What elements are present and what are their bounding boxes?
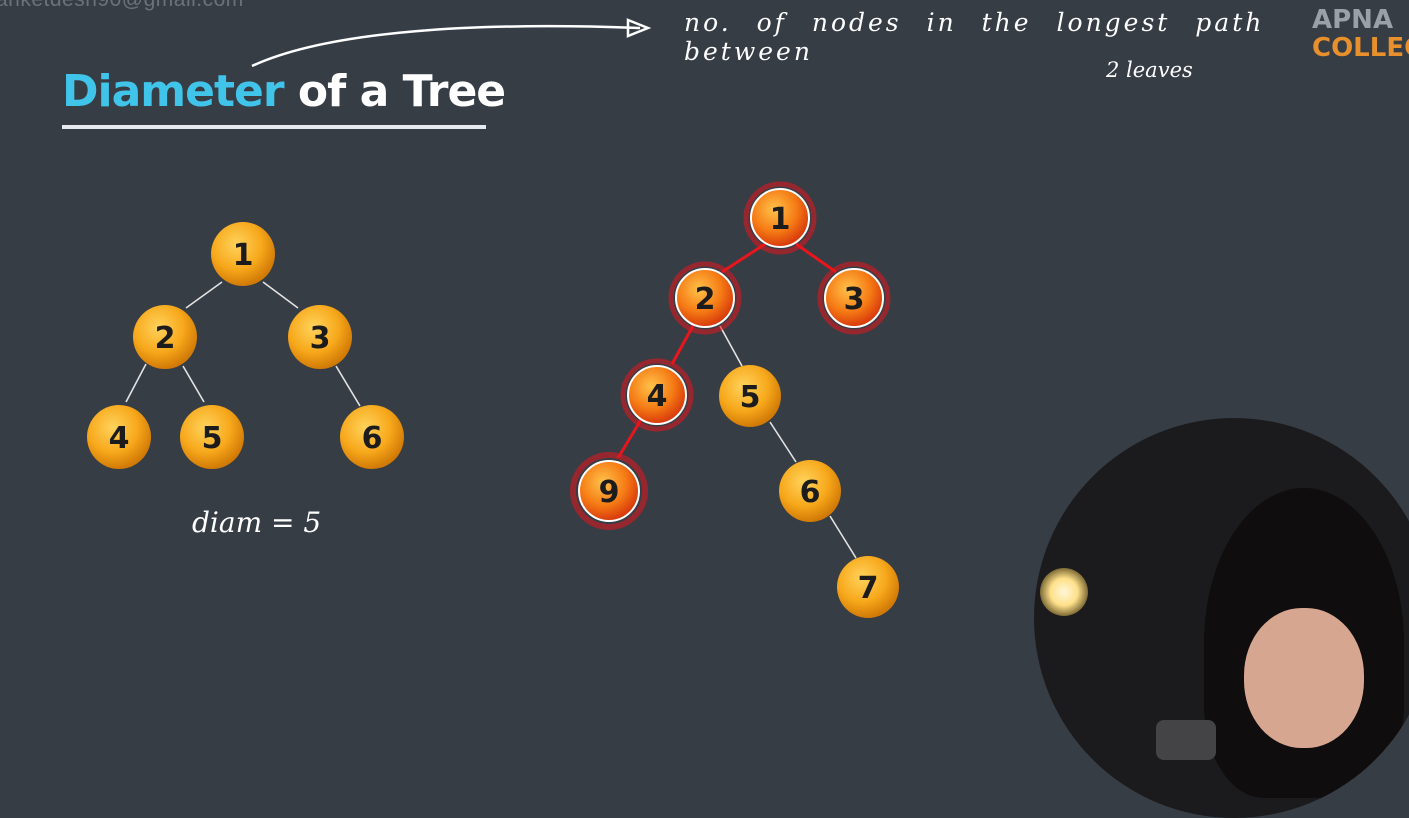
tree-node: 5 xyxy=(180,405,244,469)
logo-line2: COLLEGE xyxy=(1312,33,1409,63)
annotation-arrow xyxy=(251,24,641,68)
email-watermark: anketdesh90@gmail.com xyxy=(0,0,244,12)
tree-node: 7 xyxy=(837,556,899,618)
title-accent: Diameter xyxy=(62,66,285,117)
edge-l-1-3 xyxy=(262,281,299,309)
node-label: 2 xyxy=(155,321,176,356)
presenter-webcam xyxy=(1034,418,1409,818)
tree-node-highlighted: 3 xyxy=(817,261,891,335)
node-label: 3 xyxy=(310,321,331,356)
edge-l-1-2 xyxy=(185,281,223,309)
tree-node-highlighted: 1 xyxy=(743,181,817,255)
definition-annotation: no. of nodes in the longest path between xyxy=(684,8,1265,66)
node-label: 9 xyxy=(599,475,620,510)
tree-diagrams: 1 2 3 4 5 6 xyxy=(87,18,899,618)
tree-node-highlighted: 2 xyxy=(668,261,742,335)
node-label: 1 xyxy=(233,238,254,273)
title-rest: of a Tree xyxy=(297,66,506,117)
left-tree-edges xyxy=(125,281,361,407)
tree-node: 1 xyxy=(211,222,275,286)
edge-l-3-6 xyxy=(335,365,361,407)
edge-r-6-7 xyxy=(829,515,857,559)
tree-node: 5 xyxy=(719,365,781,427)
logo-line1: APNA xyxy=(1312,5,1394,35)
node-label: 4 xyxy=(647,379,668,414)
tree-node: 6 xyxy=(340,405,404,469)
definition-annotation-line2: 2 leaves xyxy=(1106,58,1193,82)
node-label: 6 xyxy=(800,475,821,510)
edge-r-1-3 xyxy=(795,242,837,274)
annotation-arrowhead xyxy=(626,18,652,38)
node-label: 7 xyxy=(858,571,879,606)
edge-l-2-5 xyxy=(182,365,205,403)
edge-r-1-2 xyxy=(721,242,766,274)
microphone-icon xyxy=(1156,720,1216,760)
node-label: 1 xyxy=(770,202,791,237)
lamp-icon xyxy=(1040,568,1088,616)
node-label: 6 xyxy=(362,421,383,456)
left-tree: 1 2 3 4 5 6 xyxy=(87,222,404,469)
presenter-face xyxy=(1244,608,1364,748)
edge-r-2-5 xyxy=(719,325,743,367)
edge-r-5-6 xyxy=(769,421,797,463)
right-tree: 1 2 3 4 5 9 6 xyxy=(570,181,899,618)
brand-logo: APNA COLLEGE xyxy=(1312,6,1409,62)
tree-node-highlighted: 4 xyxy=(620,358,694,432)
node-label: 5 xyxy=(740,380,761,415)
title-underline xyxy=(62,125,486,129)
node-label: 3 xyxy=(844,282,865,317)
tree-node: 6 xyxy=(779,460,841,522)
slide-title: Diameter of a Tree xyxy=(62,66,506,117)
node-label: 4 xyxy=(109,421,130,456)
diameter-result-annotation: diam = 5 xyxy=(192,506,322,539)
tree-node-highlighted: 9 xyxy=(570,452,648,530)
tree-node: 3 xyxy=(288,305,352,369)
tree-node: 4 xyxy=(87,405,151,469)
edge-l-2-4 xyxy=(125,363,147,403)
node-label: 2 xyxy=(695,282,716,317)
node-label: 5 xyxy=(202,421,223,456)
tree-node: 2 xyxy=(133,305,197,369)
